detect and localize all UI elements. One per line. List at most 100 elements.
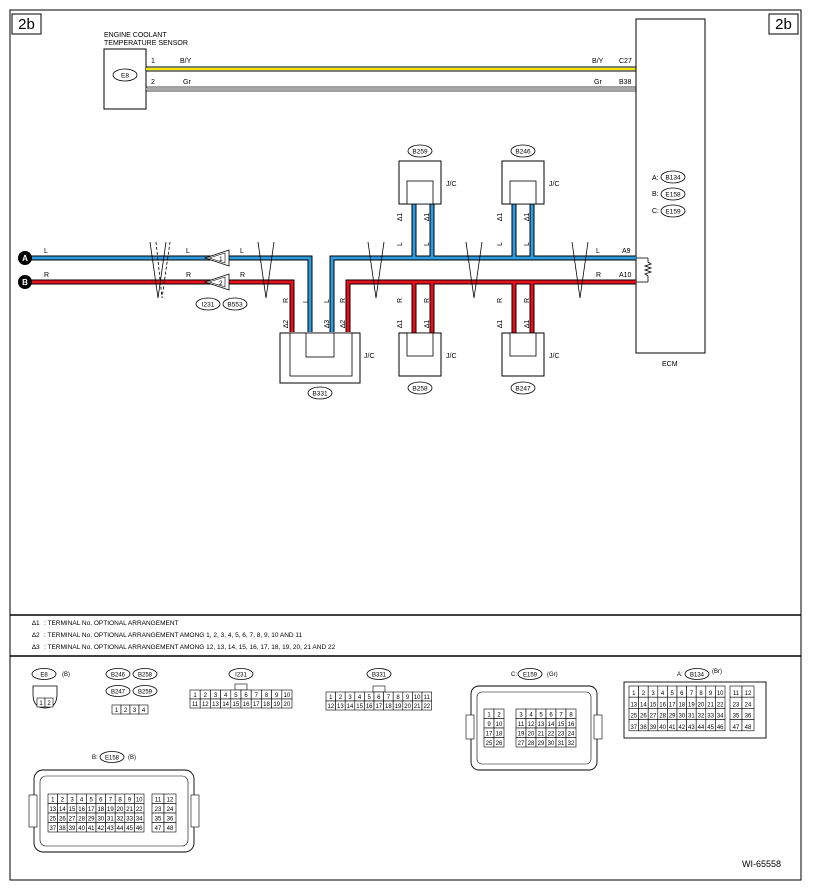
view-b331-pin: 7: [387, 695, 391, 701]
view-jc-b258-label: B258: [138, 672, 153, 678]
view-i231-pin: 12: [202, 702, 209, 708]
plug-pin-1: 1: [219, 256, 223, 263]
ecm-conn-a-prefix: A:: [652, 175, 659, 182]
view-e159-pin: 7: [559, 713, 563, 719]
jc-b258-type: J/C: [446, 353, 457, 360]
svg-text:R: R: [524, 298, 531, 303]
view-e158-pin: 17: [88, 807, 95, 813]
view-b331-pin: 3: [348, 695, 352, 701]
svg-text:L: L: [303, 299, 310, 303]
view-b331-pin: 18: [385, 704, 392, 710]
view-b134-oval: [684, 668, 710, 680]
sensor-title-line1: ENGINE COOLANT: [104, 32, 167, 39]
view-e159-pin: 31: [558, 741, 565, 747]
view-e8-pin: 2: [47, 701, 51, 707]
note-mark-1: ∆1: [32, 620, 40, 627]
view-i231-pin: 20: [284, 702, 291, 708]
view-e159-pin: 4: [529, 713, 533, 719]
svg-text:L: L: [324, 299, 331, 303]
view-i231-pin: 2: [204, 693, 208, 699]
view-e158-pin: 28: [78, 817, 85, 823]
view-i231-pin: 5: [234, 693, 238, 699]
view-b134-pin: 25: [630, 714, 637, 720]
view-b134-pin: 41: [669, 725, 676, 731]
view-e158-pin: 31: [107, 817, 114, 823]
svg-text:∆3: ∆3: [324, 320, 331, 328]
view-b331-pin: 16: [366, 704, 373, 710]
r-bus-outline: [345, 279, 636, 332]
view-e158-pin: 29: [88, 817, 95, 823]
svg-text:∆1: ∆1: [424, 213, 431, 221]
view-e158-pin: 22: [136, 807, 143, 813]
view-i231-pin: 7: [255, 693, 259, 699]
view-i231-pin: 6: [244, 693, 248, 699]
view-b134-cell: [741, 719, 755, 732]
view-jc-b247-oval: [105, 685, 131, 697]
bus-marker-b: B: [18, 275, 32, 289]
sensor-connector-oval: [112, 68, 138, 82]
view-e158-pin: 10: [136, 798, 143, 804]
plug-conn-i231-oval: [195, 297, 221, 311]
view-b331-key: [372, 685, 386, 693]
view-b134-pin: 44: [698, 725, 705, 731]
view-i231-label: I231: [235, 672, 247, 678]
view-e159-pin: 20: [528, 732, 535, 738]
view-b134-pin: 45: [707, 725, 714, 731]
view-e158-pin: 39: [69, 826, 76, 832]
ecm-conn-b134: B134: [665, 175, 681, 182]
view-e158-pin: 9: [128, 798, 132, 804]
ecm-pin-b38: B38: [619, 79, 632, 86]
svg-text:R: R: [424, 298, 431, 303]
view-e159-pin: 29: [538, 741, 545, 747]
plug-conn-b553: B553: [227, 302, 243, 309]
view-e159-pin: 9: [487, 722, 491, 728]
jc-b247-type: J/C: [549, 353, 560, 360]
l-wire-outline: [25, 255, 313, 332]
wire-label-l: L: [186, 248, 190, 255]
view-e159-pin: 5: [539, 713, 543, 719]
view-e158-pin: 44: [117, 826, 124, 832]
view-e158-pin: 20: [117, 807, 124, 813]
view-e158-label: E158: [105, 755, 120, 761]
wire-label-r: R: [44, 272, 49, 279]
view-e158-pin: 45: [126, 826, 133, 832]
view-b134-pin: 8: [699, 691, 703, 697]
view-b134-pin: 17: [669, 702, 676, 708]
view-e158-pin: 15: [69, 807, 76, 813]
view-e159-pin: 32: [568, 741, 575, 747]
view-b331-pin: 17: [375, 704, 382, 710]
view-e159-pin: 27: [518, 741, 525, 747]
view-b134-pin: 4: [661, 691, 665, 697]
view-b134-pin: 16: [659, 702, 666, 708]
svg-text:∆1: ∆1: [524, 213, 531, 221]
view-e159-pin: 25: [486, 741, 493, 747]
view-b331-pin: 20: [404, 704, 411, 710]
view-e158-pin: 1: [51, 798, 55, 804]
view-i231-pin: 14: [222, 702, 229, 708]
view-e158-pin: 6: [99, 798, 103, 804]
view-b134-pin: 23: [733, 702, 740, 708]
view-b134-pin: 46: [717, 725, 724, 731]
ecm-box: [635, 18, 706, 354]
view-e8-oval: [31, 668, 57, 680]
svg-text:L: L: [497, 242, 504, 246]
jc-b331: J/C B331: [279, 332, 375, 400]
wire-label-r: R: [596, 272, 601, 279]
view-b134-label: B134: [690, 672, 705, 678]
view-e158-pin: 37: [49, 826, 56, 832]
view-i231-pin: 8: [265, 693, 269, 699]
view-b134-pin: 6: [680, 691, 684, 697]
view-e159-pin: 14: [548, 722, 555, 728]
view-b134-pin: 33: [707, 714, 714, 720]
view-b134-pin: 12: [745, 691, 752, 697]
view-e159-oval: [517, 668, 543, 680]
view-b134-pin: 15: [650, 702, 657, 708]
note-text-3: : TERMINAL No. OPTIONAL ARRANGEMENT AMON…: [44, 644, 336, 651]
view-e158-prefix: B:: [92, 755, 98, 761]
wire-label-r: R: [240, 272, 245, 279]
wire-label-r: R: [186, 272, 191, 279]
r-bus: [346, 280, 636, 332]
view-e159-pin: 18: [496, 732, 503, 738]
view-b134-pin: 19: [688, 702, 695, 708]
